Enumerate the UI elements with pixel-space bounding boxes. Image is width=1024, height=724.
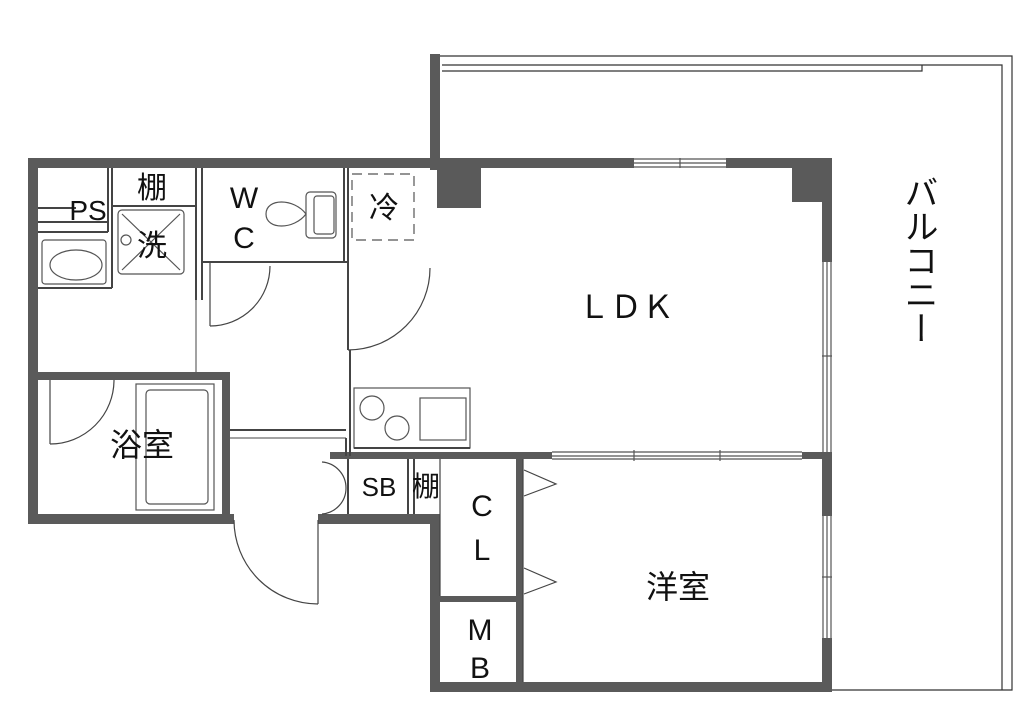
mb-label-b: B [470,652,490,685]
bathroom-label: 浴室 [110,426,174,464]
washing-machine-pan [117,209,185,275]
mb-label-m: M [468,614,493,647]
shelf-top-label: 棚 [137,171,167,206]
closet-label-c: C [471,490,493,523]
ps-label: PS [69,195,106,226]
shelf-hall-label: 棚 [412,470,440,503]
kitchen-counter [353,387,471,449]
balcony-label: バルコニー [898,175,938,345]
balcony [440,55,1013,691]
washer-label: 洗 [137,229,167,264]
fixtures [41,173,471,511]
bathtub [135,383,215,511]
ldk-label: ＬＤＫ [578,288,674,326]
closet-label-l: L [474,534,491,567]
partitions [38,168,524,682]
windows [552,158,832,638]
wc-label-c: C [233,222,255,255]
washbasin [41,239,107,285]
walls [28,54,832,692]
fridge-label: 冷 [369,191,399,226]
sb-label: SB [362,472,397,502]
wc-label-w: W [230,182,259,215]
doors [49,262,558,605]
toilet [265,201,307,227]
western-room-label: 洋室 [646,568,710,606]
